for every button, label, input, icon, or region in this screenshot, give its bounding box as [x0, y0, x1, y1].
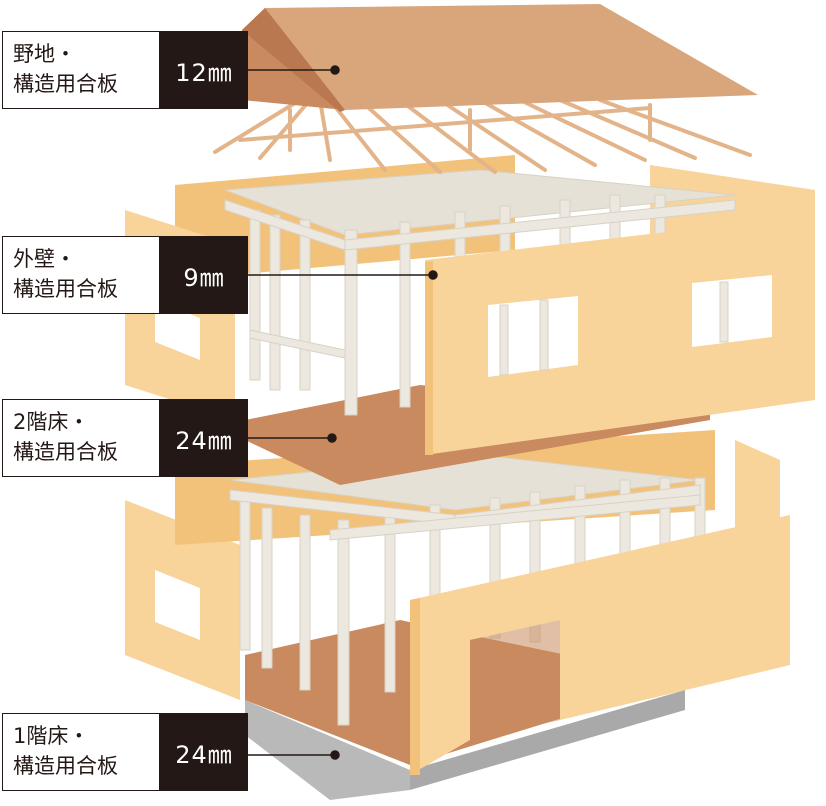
- roof-plywood: [265, 4, 758, 110]
- label-name: 外壁・ 構造用合板: [2, 236, 160, 314]
- first-floor-plywood-label: 1階床・ 構造用合板 24㎜: [2, 713, 248, 791]
- roof-plywood-label: 野地・ 構造用合板 12㎜: [2, 31, 248, 109]
- label-thickness: 12㎜: [160, 31, 248, 109]
- label-name: 1階床・ 構造用合板: [2, 713, 160, 791]
- leader-lines: [247, 65, 438, 760]
- label-line-1: 外壁・: [13, 247, 76, 271]
- label-thickness: 24㎜: [160, 399, 248, 477]
- label-line-2: 構造用合板: [13, 72, 118, 96]
- label-name: 2階床・ 構造用合板: [2, 399, 160, 477]
- second-floor-window-left: [488, 296, 578, 377]
- second-floor-window-right: [692, 275, 772, 347]
- foundation-side: [410, 690, 685, 790]
- second-floor-left-window: [155, 300, 200, 360]
- label-line-2: 構造用合板: [13, 754, 118, 778]
- roof-rafters: [213, 98, 752, 174]
- roof-plywood-edge: [242, 8, 345, 112]
- second-floor-front-wall: [425, 215, 815, 455]
- label-name: 野地・ 構造用合板: [2, 31, 160, 109]
- foundation-slab: [245, 700, 410, 800]
- label-line-2: 構造用合板: [13, 440, 118, 464]
- first-floor-front-wall: [410, 515, 790, 775]
- roof-assembly: [213, 4, 758, 174]
- label-line-1: 1階床・: [13, 724, 90, 748]
- first-floor-left-window: [155, 570, 200, 640]
- label-line-1: 2階床・: [13, 410, 90, 434]
- exterior-wall-plywood-label: 外壁・ 構造用合板 9㎜: [2, 236, 248, 314]
- label-line-2: 構造用合板: [13, 277, 118, 301]
- label-line-1: 野地・: [13, 42, 76, 66]
- second-floor-frame: [224, 169, 736, 416]
- label-thickness: 24㎜: [160, 713, 248, 791]
- second-floor-plywood-label: 2階床・ 構造用合板 24㎜: [2, 399, 248, 477]
- label-thickness: 9㎜: [160, 236, 248, 314]
